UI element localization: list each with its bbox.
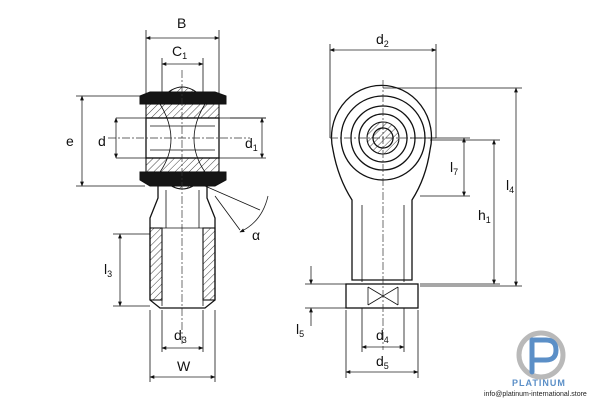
label-d2: d2 xyxy=(376,31,389,49)
label-B: B xyxy=(177,15,186,31)
label-l3: l3 xyxy=(104,261,112,279)
label-C1: C1 xyxy=(172,43,187,61)
label-d: d xyxy=(98,133,106,149)
label-e: e xyxy=(66,133,74,149)
front-view xyxy=(305,44,522,378)
dimension-alpha xyxy=(239,195,269,233)
label-alpha: α xyxy=(252,227,260,243)
label-l4: l4 xyxy=(506,177,514,195)
label-l5: l5 xyxy=(296,321,304,339)
label-l7: l7 xyxy=(450,159,458,177)
dimension-labels: B C1 e d d1 α l3 d3 W d2 l7 h1 l4 l5 d4 … xyxy=(66,15,514,374)
label-h1: h1 xyxy=(478,207,491,225)
logo-email-text: info@platinum-international.store xyxy=(484,391,587,398)
logo-p-icon xyxy=(529,337,559,375)
label-d5: d5 xyxy=(376,353,389,371)
side-section-view xyxy=(76,30,269,382)
logo-brand-text: PLATINUM xyxy=(512,378,566,388)
label-d4: d4 xyxy=(376,327,389,345)
label-W: W xyxy=(177,358,191,374)
label-d1: d1 xyxy=(245,135,258,153)
logo-ring-icon xyxy=(516,330,566,380)
label-d3: d3 xyxy=(174,327,187,345)
platinum-logo: PLATINUM info@platinum-international.sto… xyxy=(484,330,587,398)
